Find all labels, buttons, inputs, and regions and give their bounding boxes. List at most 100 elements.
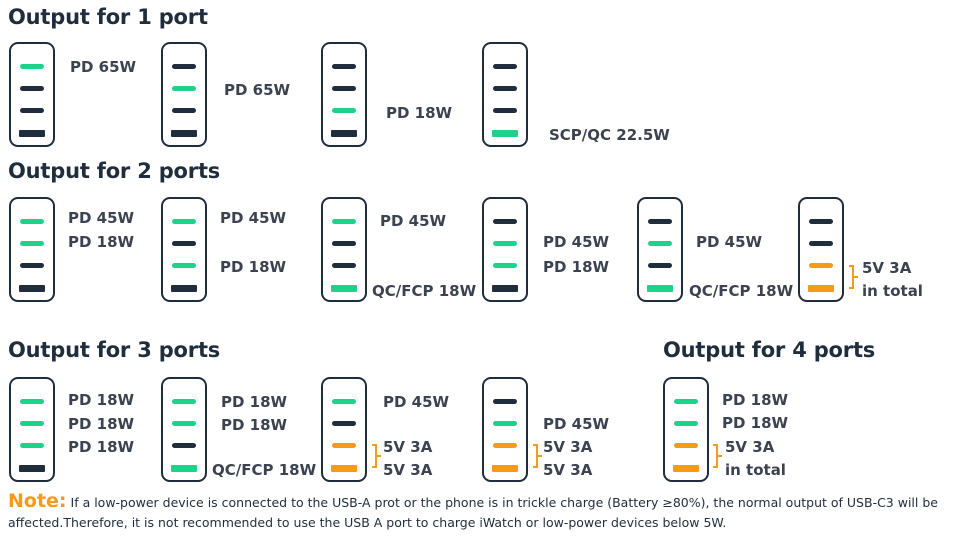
output-label: 5V 3A xyxy=(383,461,433,479)
output-label: PD 18W xyxy=(220,258,287,276)
usb-c1-port xyxy=(674,399,698,404)
section-title-4-ports: Output for 4 ports xyxy=(663,338,876,362)
shared-output-brace xyxy=(372,444,381,468)
output-label: PD 18W xyxy=(221,393,288,411)
usb-c1-port xyxy=(20,399,44,404)
usb-a-port xyxy=(19,130,45,137)
usb-a-port xyxy=(492,285,518,292)
output-label: PD 45W xyxy=(220,209,287,227)
usb-c2-port xyxy=(332,86,356,91)
shared-output-brace xyxy=(533,444,542,468)
usb-c1-port xyxy=(20,64,44,69)
shared-output-brace xyxy=(713,444,722,468)
usb-a-port xyxy=(647,285,673,292)
usb-a-port xyxy=(492,465,518,472)
charger-diagram xyxy=(161,42,207,147)
usb-c2-port xyxy=(809,241,833,246)
output-label: PD 65W xyxy=(224,81,291,99)
note-paragraph: Note: If a low-power device is connected… xyxy=(8,491,948,533)
usb-c2-port xyxy=(172,86,196,91)
output-label: QC/FCP 18W xyxy=(689,282,794,300)
charger-diagram xyxy=(482,377,528,482)
usb-c3-port xyxy=(20,443,44,448)
usb-c2-port xyxy=(493,421,517,426)
usb-c2-port xyxy=(648,241,672,246)
output-label: PD 45W xyxy=(380,212,447,230)
usb-a-port xyxy=(808,285,834,292)
output-label: PD 65W xyxy=(70,58,137,76)
output-label: PD 18W xyxy=(68,233,135,251)
usb-c1-port xyxy=(172,64,196,69)
output-label: PD 45W xyxy=(543,415,610,433)
usb-c1-port xyxy=(648,219,672,224)
charger-diagram xyxy=(663,377,709,482)
usb-a-port xyxy=(331,285,357,292)
usb-a-port xyxy=(19,285,45,292)
usb-c2-port xyxy=(20,241,44,246)
note-heading: Note: xyxy=(8,490,67,512)
usb-c2-port xyxy=(20,86,44,91)
usb-a-port xyxy=(171,285,197,292)
output-label: PD 18W xyxy=(386,104,453,122)
charger-diagram xyxy=(482,42,528,147)
usb-c1-port xyxy=(332,399,356,404)
output-label: 5V 3A xyxy=(383,438,433,456)
usb-a-port xyxy=(19,465,45,472)
charger-diagram xyxy=(798,197,844,302)
usb-c3-port xyxy=(493,443,517,448)
charger-diagram xyxy=(9,197,55,302)
output-label: 5V 3A xyxy=(725,438,775,456)
usb-c1-port xyxy=(332,219,356,224)
charger-diagram xyxy=(637,197,683,302)
usb-c3-port xyxy=(674,443,698,448)
usb-a-port xyxy=(171,465,197,472)
output-label: PD 18W xyxy=(722,414,789,432)
output-label: 5V 3A xyxy=(862,259,912,277)
charger-diagram xyxy=(9,377,55,482)
usb-c3-port xyxy=(493,263,517,268)
output-label: PD 45W xyxy=(68,209,135,227)
charger-diagram xyxy=(9,42,55,147)
usb-a-port xyxy=(171,130,197,137)
usb-c3-port xyxy=(20,108,44,113)
usb-c3-port xyxy=(172,443,196,448)
output-label: PD 18W xyxy=(722,391,789,409)
usb-a-port xyxy=(673,465,699,472)
output-label: PD 45W xyxy=(383,393,450,411)
usb-a-port xyxy=(331,130,357,137)
usb-c3-port xyxy=(20,263,44,268)
output-label: in total xyxy=(725,461,786,479)
usb-a-port xyxy=(331,465,357,472)
output-label: 5V 3A xyxy=(543,461,593,479)
output-label: 5V 3A xyxy=(543,438,593,456)
usb-c1-port xyxy=(809,219,833,224)
usb-a-port xyxy=(492,130,518,137)
output-label: PD 45W xyxy=(696,233,763,251)
usb-c1-port xyxy=(493,64,517,69)
output-label: PD 18W xyxy=(68,415,135,433)
usb-c3-port xyxy=(332,263,356,268)
usb-c2-port xyxy=(332,241,356,246)
usb-c3-port xyxy=(172,108,196,113)
usb-c2-port xyxy=(493,241,517,246)
usb-c3-port xyxy=(332,108,356,113)
shared-output-brace xyxy=(849,265,858,289)
output-label: PD 18W xyxy=(221,416,288,434)
usb-c2-port xyxy=(674,421,698,426)
output-label: PD 18W xyxy=(543,258,610,276)
charger-diagram xyxy=(321,377,367,482)
usb-c2-port xyxy=(20,421,44,426)
usb-c2-port xyxy=(172,421,196,426)
usb-c1-port xyxy=(493,219,517,224)
usb-c2-port xyxy=(172,241,196,246)
output-label: QC/FCP 18W xyxy=(212,461,317,479)
section-title-3-ports: Output for 3 ports xyxy=(8,338,221,362)
usb-c3-port xyxy=(493,108,517,113)
usb-c3-port xyxy=(809,263,833,268)
output-label: in total xyxy=(862,282,923,300)
output-label: PD 18W xyxy=(68,438,135,456)
output-label: PD 18W xyxy=(68,391,135,409)
usb-c1-port xyxy=(332,64,356,69)
output-label: SCP/QC 22.5W xyxy=(549,126,670,144)
note-text: If a low-power device is connected to th… xyxy=(8,495,938,530)
